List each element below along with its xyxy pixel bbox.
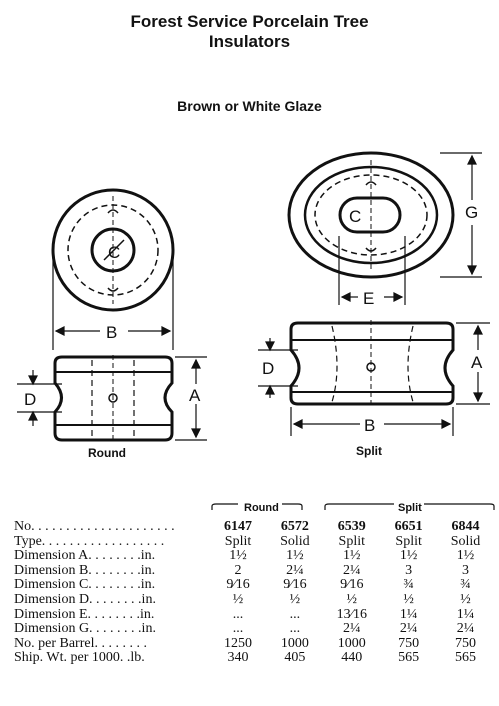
split-label-b: B bbox=[364, 416, 375, 435]
round-top-view: C bbox=[51, 188, 175, 312]
round-dim-a: A bbox=[175, 356, 207, 441]
split-label-d: D bbox=[262, 359, 274, 378]
group-label-split: Split bbox=[398, 502, 422, 514]
round-side-view bbox=[53, 355, 174, 442]
round-dim-d: D bbox=[17, 370, 62, 426]
split-top-view: C bbox=[287, 151, 455, 279]
table-row: No. . . . . . . . . . . . . . . . . . . … bbox=[14, 519, 480, 534]
split-side-view bbox=[289, 320, 455, 408]
insulator-drawings: C B A D bbox=[17, 151, 490, 442]
split-dim-a: A bbox=[456, 322, 490, 405]
split-dim-g: G bbox=[440, 152, 482, 278]
table-row: Dimension A. . . . . . . .in. 1½ 1½ 1½ 1… bbox=[14, 548, 475, 564]
title-line-1: Forest Service Porcelain Tree bbox=[130, 12, 369, 31]
subtitle: Brown or White Glaze bbox=[177, 98, 322, 114]
table-group-brackets bbox=[211, 503, 495, 510]
round-label-c: C bbox=[108, 243, 120, 262]
split-label-e: E bbox=[363, 289, 374, 308]
round-label-b: B bbox=[106, 323, 117, 342]
split-label-c: C bbox=[349, 207, 361, 226]
split-caption: Split bbox=[356, 444, 382, 458]
table-row: Dimension B. . . . . . . .in. 2 2¼ 2¼ 3 … bbox=[14, 562, 470, 578]
split-dim-b: B bbox=[290, 407, 454, 436]
table-row: Type. . . . . . . . . . . . . . . . . . … bbox=[14, 533, 481, 549]
round-label-d: D bbox=[24, 390, 36, 409]
round-label-a: A bbox=[189, 386, 201, 405]
table-row: Ship. Wt. per 1000. .lb. 340 405 440 565… bbox=[14, 650, 477, 666]
spec-table: No. . . . . . . . . . . . . . . . . . . … bbox=[14, 519, 494, 666]
table-row: Dimension D. . . . . . . .in. ½ ½ ½ ½ ½ bbox=[14, 591, 471, 607]
split-label-g: G bbox=[465, 203, 478, 222]
round-caption: Round bbox=[88, 446, 126, 460]
split-label-a: A bbox=[471, 353, 483, 372]
page-title: Forest Service Porcelain Tree Insulators bbox=[0, 12, 499, 52]
table-row: Dimension E. . . . . . . .in. ... ... 13… bbox=[14, 606, 475, 622]
table-row: Dimension C. . . . . . . .in. 9⁄16 9⁄16 … bbox=[14, 577, 471, 593]
split-dim-d: D bbox=[258, 338, 298, 398]
table-row: No. per Barrel. . . . . . . . 1250 1000 … bbox=[14, 635, 477, 651]
group-label-round: Round bbox=[244, 502, 279, 514]
title-line-2: Insulators bbox=[208, 32, 291, 51]
table-row: Dimension G. . . . . . . .in. ... ... 2¼… bbox=[14, 621, 475, 637]
round-dim-b: B bbox=[52, 260, 174, 350]
split-dim-e: E bbox=[338, 236, 406, 308]
